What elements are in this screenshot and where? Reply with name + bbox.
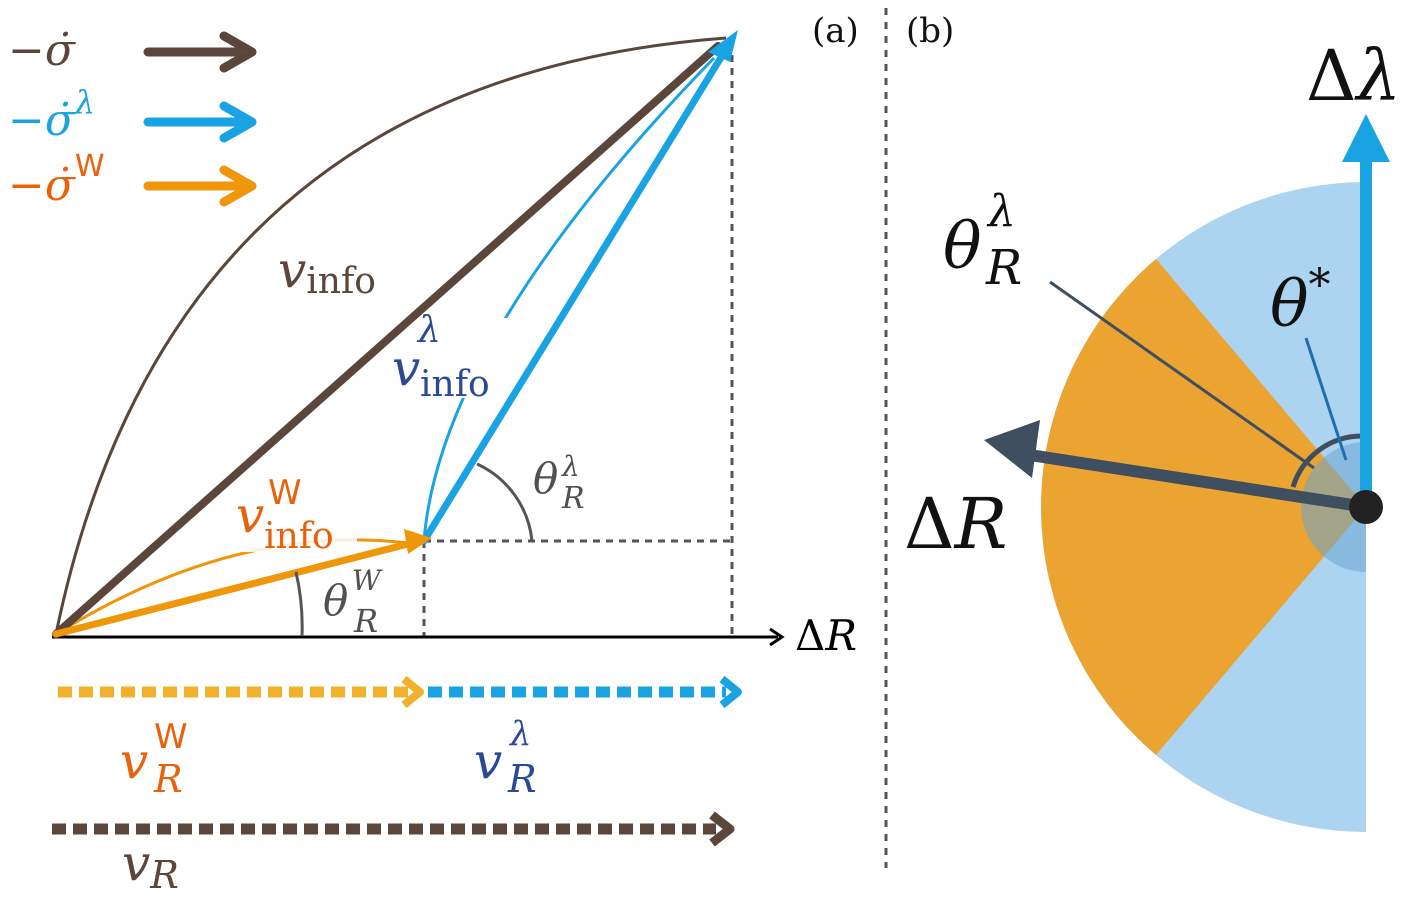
vector-w [52,539,416,638]
theta-r-w-sub: R [353,602,378,640]
theta-star-main: θ [1270,268,1309,342]
delta-r-main: R [953,483,1008,565]
theta-r-lambda-sup: λ [561,450,580,483]
v-info-sub: info [306,261,376,302]
legend-label-total: −σ̇ [8,25,77,76]
theta-r-lambda-b-sub: R [985,240,1022,296]
delta-r-label: ΔR [904,483,1007,565]
center-dot [1349,490,1383,524]
v-info-lambda-main: v [392,339,420,397]
vector-lambda-arrowhead [708,30,738,62]
v-info-label: vinfo [278,241,376,302]
dashed-arrowhead-total [709,811,735,847]
dashed-arrow-lambda [428,675,742,709]
v-info-w-sub: info [264,516,334,557]
angle-arc-theta-r-lambda [1290,433,1363,488]
dashed-arrow-total [52,811,735,847]
panel-b-label: (b) [906,11,954,51]
axis-label: ΔR [795,611,857,660]
theta-star-label: θ* [1270,260,1331,342]
v-r-sub: R [149,853,179,897]
v-r-w-sub: R [153,757,183,801]
legend-arrowhead-w [219,165,257,207]
legend: −σ̇ −σ̇λ −σ̇W [8,25,257,211]
theta-r-w-main: θ [323,576,348,625]
delta-r-arrow-line [1029,449,1367,513]
theta-star-sup: * [1309,260,1331,311]
delta-lambda-arrowhead [1342,114,1390,162]
angle-arc-lambda [476,462,534,542]
theta-r-lambda-b-sup: λ [986,186,1016,237]
panel-a: −σ̇ −σ̇λ −σ̇W (a) [8,8,888,897]
dashed-arrowhead-w [401,675,424,709]
legend-symbol-total: σ̇ [45,25,77,76]
legend-label-w: −σ̇W [8,149,105,211]
v-info-main: v [278,241,306,299]
angle-arc-w [294,571,304,637]
delta-r-axis: ΔR [52,611,857,660]
dashed-arrow-w [58,675,424,709]
theta-r-lambda-main: θ [533,454,558,503]
axis-arrowhead [769,627,785,647]
v-info-label-bg [270,238,395,300]
vector-lambda [420,42,732,545]
legend-entry-w: −σ̇W [8,149,257,211]
curve-w [55,538,417,636]
legend-symbol-w: σ̇ [45,160,77,211]
v-info-w-sup: W [268,473,302,513]
v-r-lambda-main: v [474,732,502,790]
v-r-lambda-sub: R [507,757,537,801]
delta-lambda-prefix: Δ [1306,35,1357,117]
v-info-w-main: v [236,486,264,544]
guide-lines [422,55,734,636]
legend-sup-w: W [75,149,105,184]
axis-label-delta: Δ [795,611,825,660]
v-info-lambda-sub: info [420,364,490,405]
v-info-lambda-label: vλ info [392,310,490,405]
pointer-theta-star [1304,337,1348,461]
v-r-main: v [122,834,150,892]
pointer-theta-r-lambda [1049,280,1315,470]
v-info-lambda-sup: λ [416,310,441,351]
legend-arrowhead-total [219,31,257,73]
delta-lambda-label: Δλ [1306,35,1401,117]
theta-r-lambda-sub: R [561,481,585,516]
delta-r-arrowhead [984,420,1040,478]
legend-sup-lambda: λ [73,83,95,121]
theta-r-lambda-b-main: θ [943,210,982,284]
legend-sign-w: − [8,160,45,211]
v-info-w-label-bg [232,472,357,552]
delta-r-prefix: Δ [904,483,955,565]
legend-arrowhead-lambda [219,101,257,143]
v-r-w-sup: W [154,717,188,757]
v-r-w-main: v [120,732,148,790]
vector-w-arrowhead [404,529,432,554]
legend-entry-lambda: −σ̇λ [8,83,257,146]
legend-entry-total: −σ̇ [8,25,257,76]
delta-lambda-main: λ [1354,35,1401,117]
panel-a-label: (a) [812,11,859,51]
legend-label-lambda: −σ̇λ [8,83,95,146]
orange-wedge [1041,259,1366,755]
v-r-label: vR [122,834,179,897]
vector-total [52,42,722,638]
legend-symbol-lambda: σ̇ [45,95,77,146]
legend-sign-total: − [8,25,45,76]
legend-sign-lambda: − [8,95,45,146]
dashed-arrowhead-lambda [719,675,742,709]
v-info-lambda-label-bg [388,318,513,398]
v-r-lambda-sup: λ [508,714,532,754]
theta-r-w-sup: W [352,564,383,597]
axis-label-r: R [824,611,857,660]
curve-total [54,36,727,635]
